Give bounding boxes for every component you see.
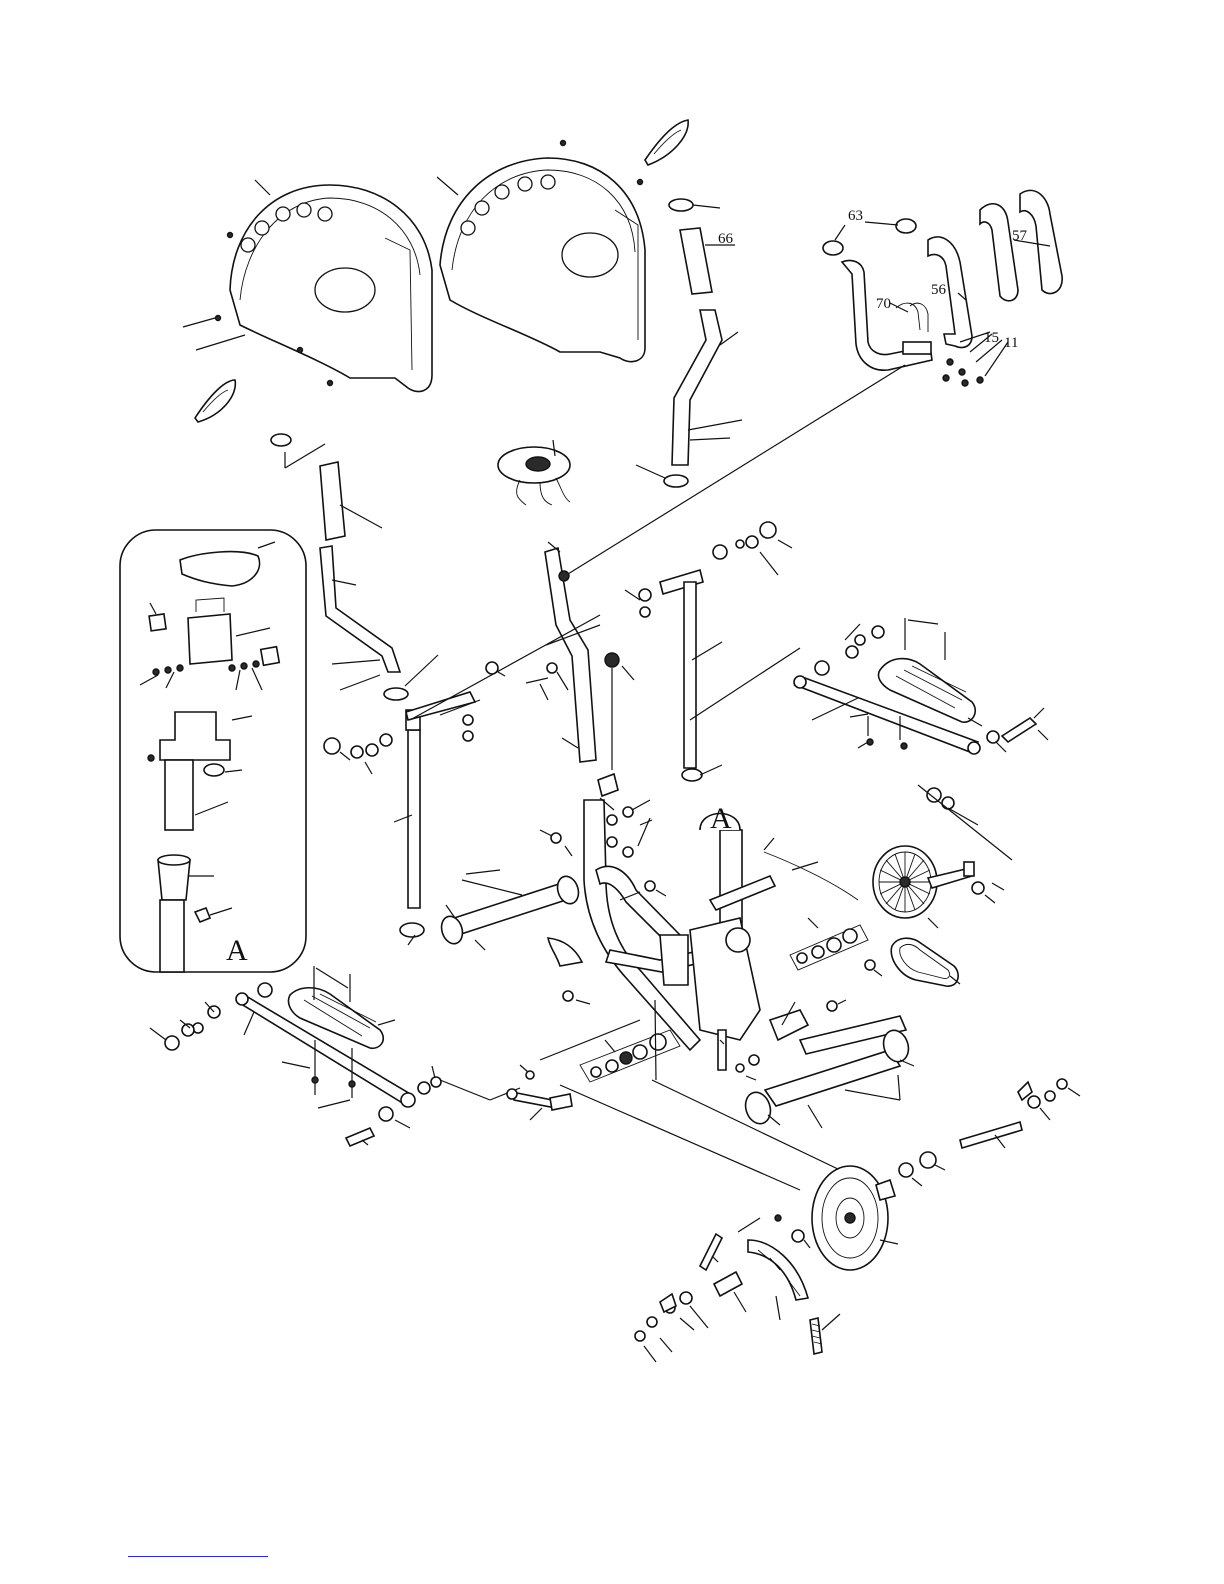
tension-cable [764,838,858,900]
belt-pulley [865,846,1004,986]
flywheel [812,1079,1080,1270]
part-label-70: 70 [876,296,891,312]
part-label-66: 66 [718,231,734,247]
footer-rule [128,1556,268,1557]
part-label-57: 57 [1012,228,1028,244]
left-oval-badge [195,380,235,422]
part-label-63: 63 [848,208,863,224]
crank-pin-left [507,1065,572,1120]
left-shroud-cover [183,180,432,392]
part-label-15: 15 [984,330,999,346]
front-stabilizer [438,870,582,966]
right-handle-lower [625,522,800,781]
brake-hardware [635,1234,746,1362]
inset-detail-a: A [120,530,306,972]
inset-label-a: A [226,934,248,967]
left-handle-lower [394,692,480,945]
bearing-set-right [790,918,868,970]
main-frame: A [584,800,906,1054]
center-upright-post [545,542,634,770]
console-computer [498,440,570,505]
handlebar-assembly: 63 66 57 56 70 15 11 [718,190,1062,386]
left-pedal-arm [150,966,520,1146]
right-oval-badge [645,120,688,165]
right-shroud-cover [437,141,645,362]
part-label-11: 11 [1004,335,1018,351]
frame-label-a: A [710,802,732,835]
right-pedal-arm [794,618,1048,860]
part-label-56: 56 [931,282,947,298]
